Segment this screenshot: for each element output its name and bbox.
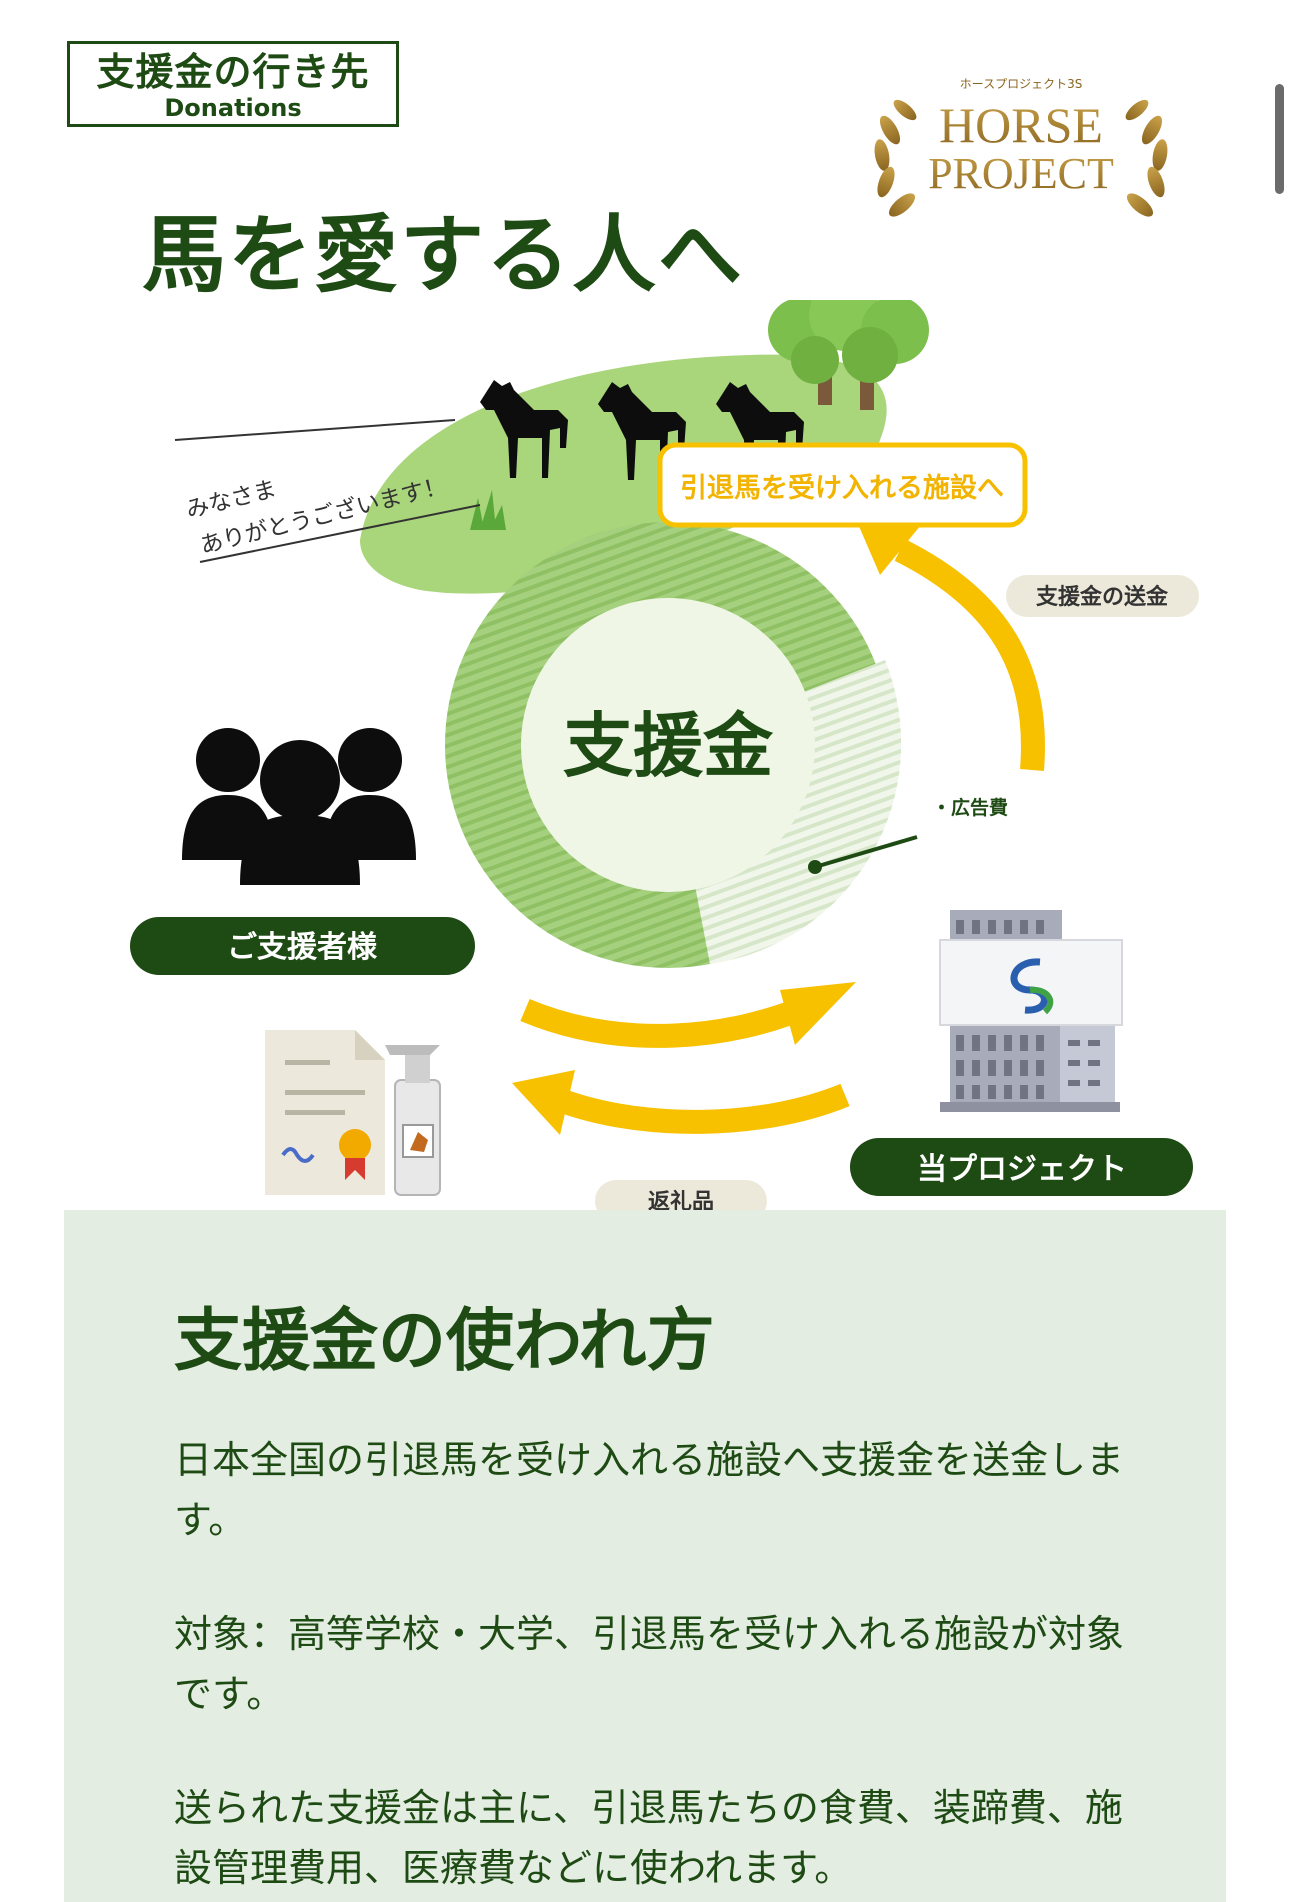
usage-paragraph: 送られた支援金は主に、引退馬たちの食費、装蹄費、施設管理費用、医療費などに使われ… (174, 1786, 1123, 1890)
tree-icon (768, 300, 929, 410)
remittance-arrow (894, 539, 1045, 771)
logo-small-text: ホースプロジェクト3S (960, 77, 1083, 91)
facility-label: 引退馬を受け入れる施設へ (680, 472, 1004, 504)
logo-line2: PROJECT (928, 149, 1114, 198)
facility-label-box (657, 442, 1028, 528)
usage-paragraph: 日本全国の引退馬を受け入れる施設へ支援金を送金します。 (174, 1438, 1125, 1542)
usage-paragraph: 対象：高等学校・大学、引退馬を受け入れる施設が対象です。 (174, 1612, 1125, 1716)
usage-section: 支援金の使われ方 日本全国の引退馬を受け入れる施設へ支援金を送金します。 対象：… (64, 1210, 1226, 1902)
arrow-to-supporters-head (512, 1070, 575, 1135)
page-scrollbar[interactable] (1275, 84, 1284, 194)
logo-line1: HORSE (939, 97, 1103, 153)
donut-center (521, 598, 815, 892)
page-headline: 馬を愛する人へ (142, 206, 745, 304)
people-icon (182, 728, 416, 885)
arrow-to-supporters (555, 1083, 850, 1134)
horse-project-logo: ホースプロジェクト3S HORSE PROJECT (874, 77, 1168, 217)
arrow-to-project (520, 994, 815, 1048)
horse-icon (480, 380, 568, 478)
badge-title: 支援金の行き先 (96, 50, 370, 94)
arrow-to-project-head (780, 982, 856, 1045)
center-label: 支援金 (563, 705, 774, 787)
badge-subtitle: Donations (164, 94, 302, 122)
spray-bottle-icon (385, 1045, 441, 1196)
laurel-right-icon (1125, 99, 1168, 217)
remittance-label: 支援金の送金 (1036, 584, 1169, 610)
grass-icon (470, 490, 506, 530)
certificate-icon (265, 1030, 385, 1195)
ad-cost-label: ・広告費 (932, 796, 1008, 819)
donation-flow-diagram: みなさま ありがとうございます！ 支援金 ・広告費 引退馬を受け入れる施設へ 支… (130, 300, 1199, 1215)
donations-badge: 支援金の行き先 Donations (67, 41, 399, 127)
laurel-left-icon (874, 99, 917, 217)
usage-title: 支援金の使われ方 (174, 1302, 715, 1381)
supporters-label: ご支援者様 (227, 930, 378, 965)
company-logo-icon (1010, 958, 1048, 1014)
project-label: 当プロジェクト (917, 1152, 1127, 1187)
building-icon (939, 910, 1123, 1112)
